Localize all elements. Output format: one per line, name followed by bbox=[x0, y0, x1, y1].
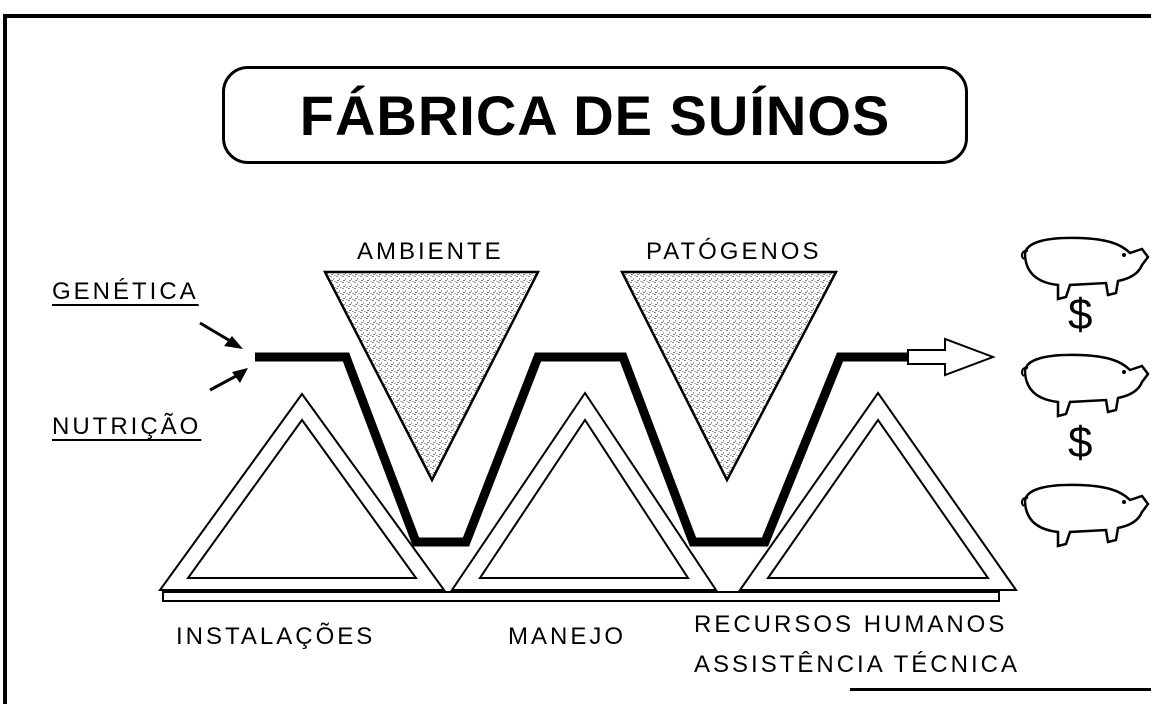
facilities-triangle bbox=[158, 392, 446, 591]
pathogens-label: PATÓGENOS bbox=[646, 238, 822, 265]
pathogens-inverted-triangle bbox=[619, 270, 839, 483]
environment-label: AMBIENTE bbox=[357, 238, 504, 265]
technical-assistance-label: ASSISTÊNCIA TÉCNICA bbox=[694, 651, 1020, 678]
title-box: FÁBRICA DE SUÍNOS bbox=[222, 66, 968, 164]
nutrition-label: NUTRIÇÃO bbox=[52, 413, 202, 440]
management-label: MANEJO bbox=[508, 623, 627, 650]
production-line bbox=[255, 352, 908, 547]
bottom-border bbox=[850, 688, 1151, 691]
facilities-label: INSTALAÇÕES bbox=[176, 623, 376, 650]
pig-icon bbox=[1020, 353, 1150, 418]
diagram-frame bbox=[3, 14, 1151, 704]
environment-inverted-triangle bbox=[322, 270, 541, 483]
nutrition-arrow-icon bbox=[209, 368, 248, 392]
pig-icon bbox=[1020, 236, 1150, 301]
management-triangle bbox=[450, 391, 718, 591]
pig-icon bbox=[1020, 483, 1150, 548]
base-bar bbox=[162, 591, 1000, 602]
human-resources-triangle bbox=[738, 391, 1018, 591]
arrow-icon bbox=[907, 337, 996, 377]
human-resources-label: RECURSOS HUMANOS bbox=[694, 611, 1008, 638]
page-title: FÁBRICA DE SUÍNOS bbox=[299, 83, 891, 147]
genetics-label: GENÉTICA bbox=[52, 278, 199, 305]
genetics-arrow-icon bbox=[199, 321, 243, 349]
currency-symbol: $ bbox=[1068, 418, 1093, 467]
currency-symbol: $ bbox=[1068, 290, 1093, 339]
